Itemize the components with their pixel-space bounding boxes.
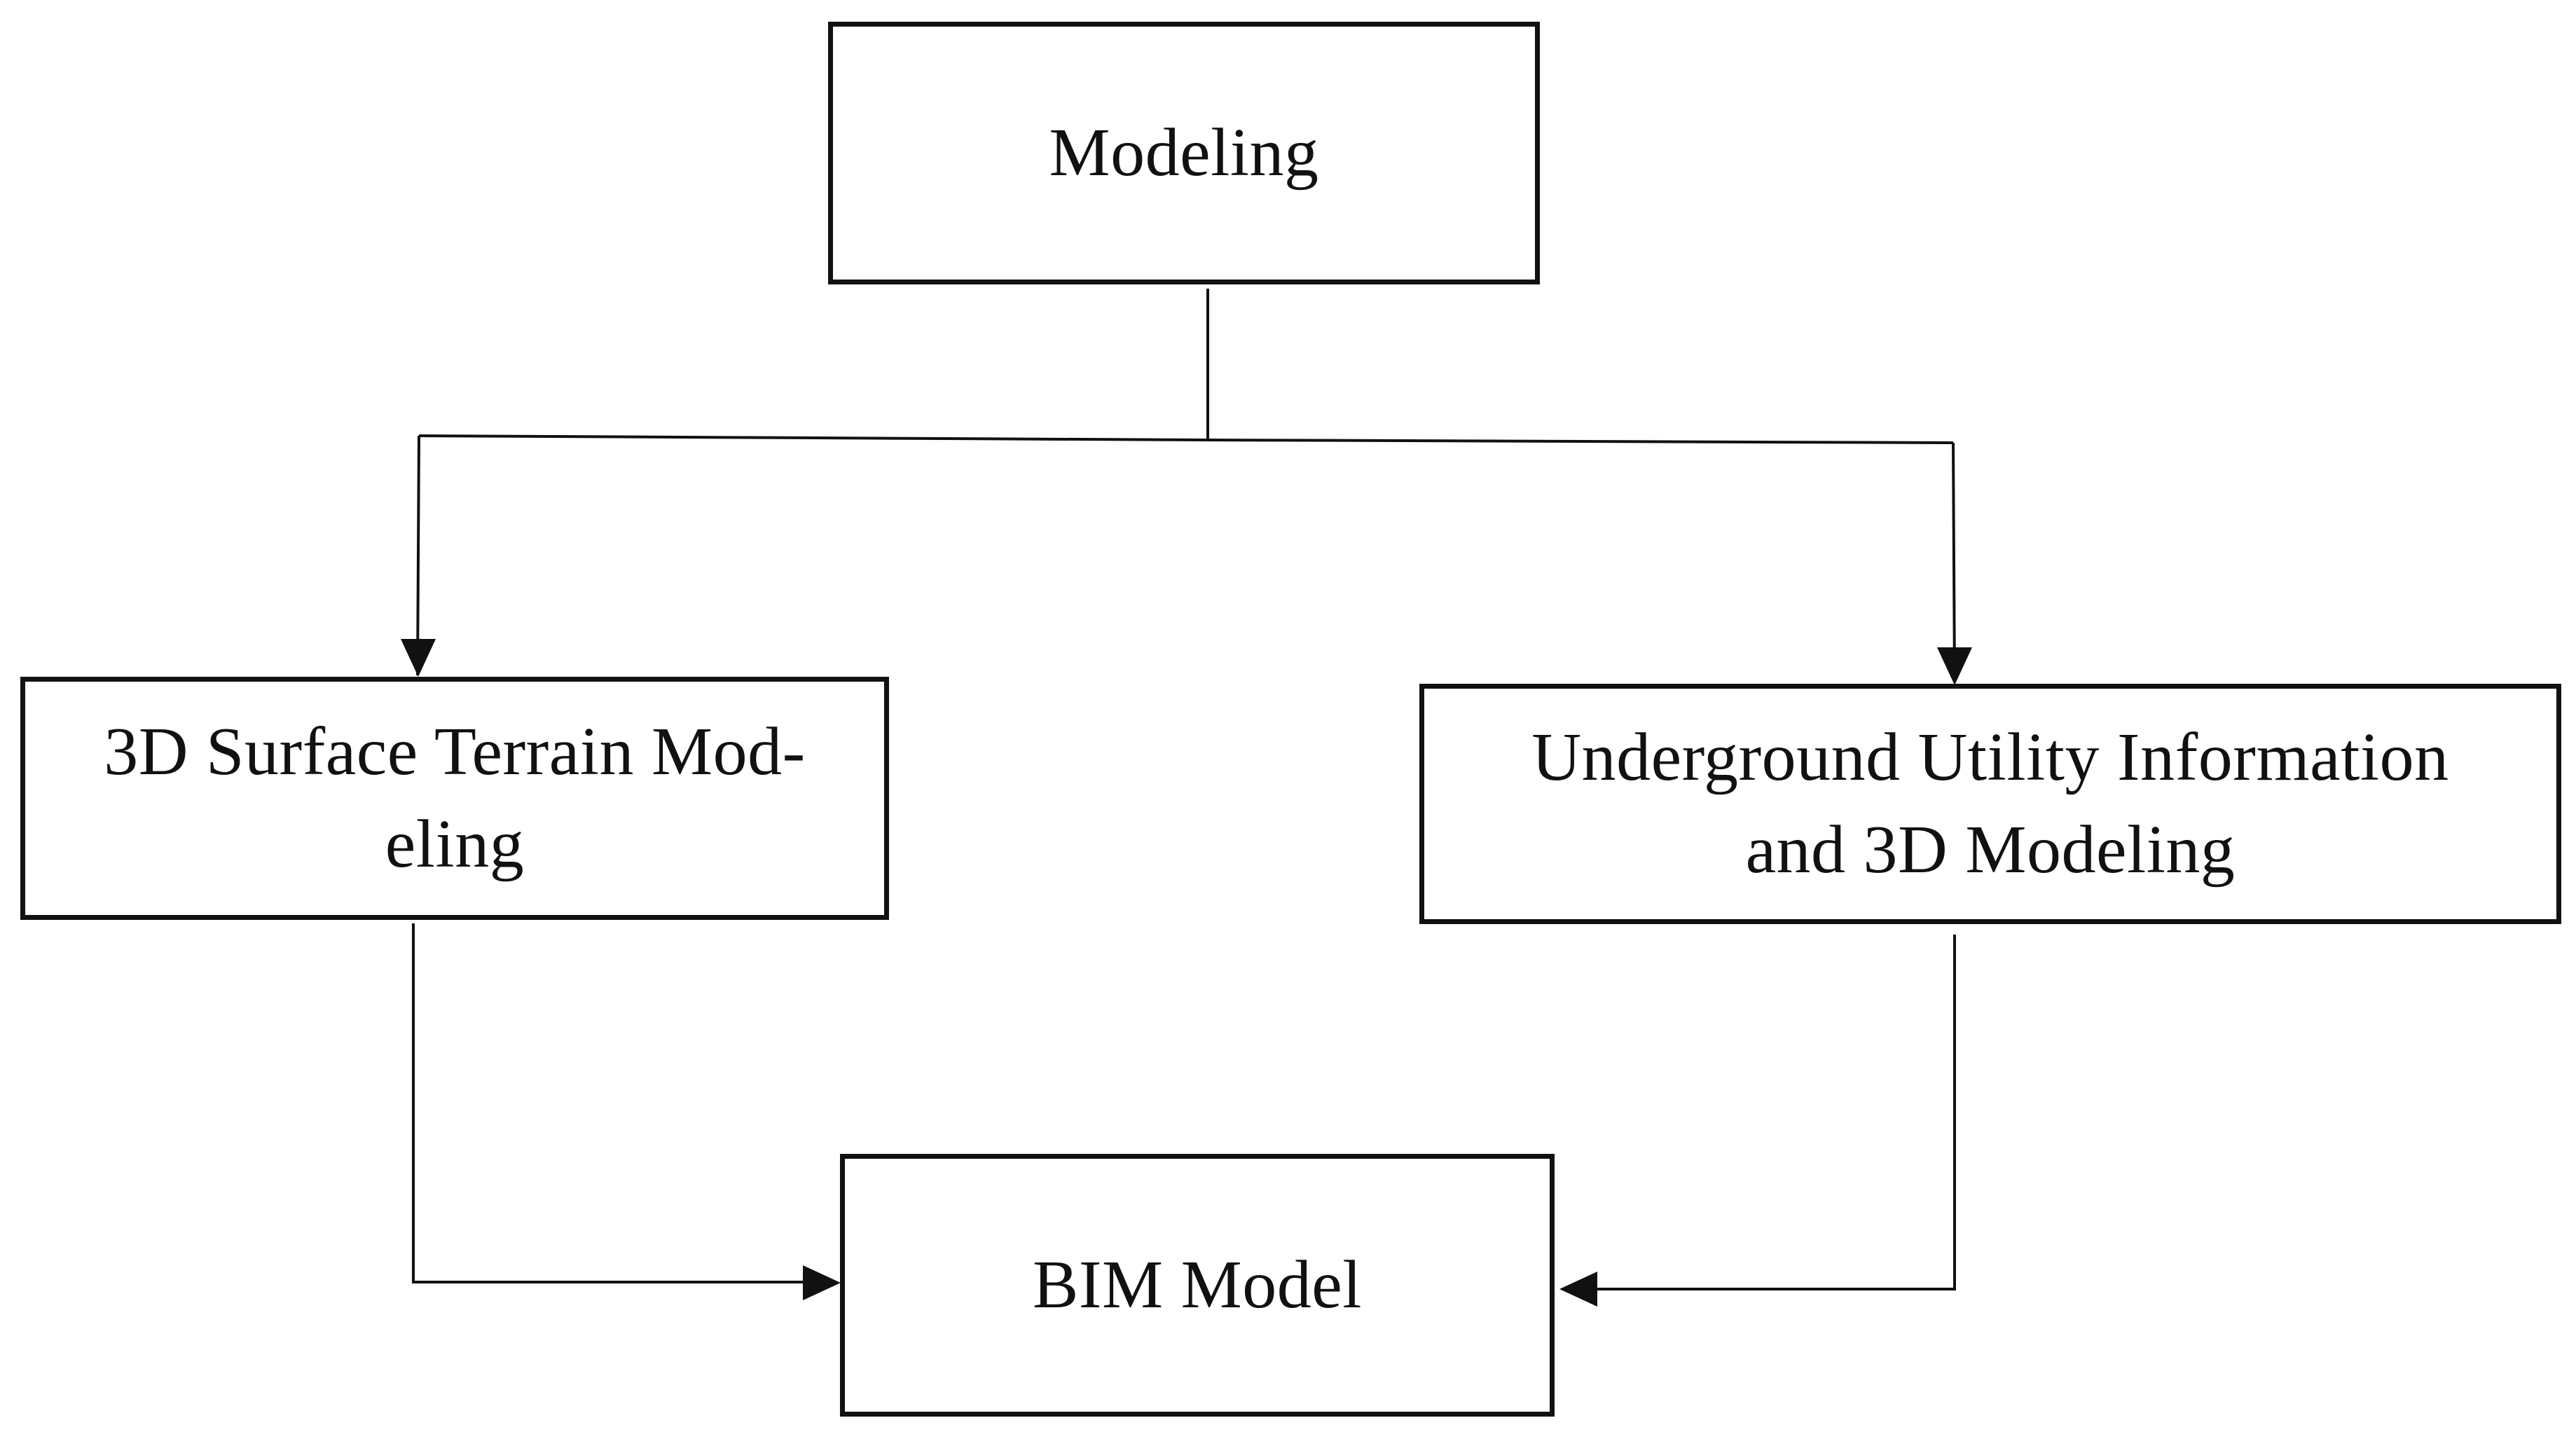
terrain-modeling-box: 3D Surface Terrain Mod- eling [20, 677, 889, 920]
edge-terrain-to-bim [412, 923, 804, 1283]
terrain-modeling-label: 3D Surface Terrain Mod- eling [104, 714, 806, 882]
modeling-label: Modeling [1049, 114, 1319, 191]
edge-utility-to-bim [1597, 935, 1956, 1290]
arrowhead-bim-right [1559, 1272, 1597, 1307]
edge-modeling-to-utility [1952, 442, 1956, 683]
arrowhead-utility [1937, 647, 1972, 685]
modeling-box: Modeling [828, 22, 1540, 284]
bim-model-label: BIM Model [1033, 1246, 1362, 1323]
edge-modeling-to-terrain [416, 435, 420, 676]
edge-branch-bar [418, 434, 1954, 444]
arrowhead-bim-left [803, 1265, 841, 1300]
utility-modeling-label: Underground Utility Information and 3D M… [1531, 720, 2449, 888]
arrowhead-terrain [401, 639, 436, 677]
bim-model-box: BIM Model [840, 1154, 1555, 1417]
utility-modeling-box: Underground Utility Information and 3D M… [1419, 684, 2561, 924]
